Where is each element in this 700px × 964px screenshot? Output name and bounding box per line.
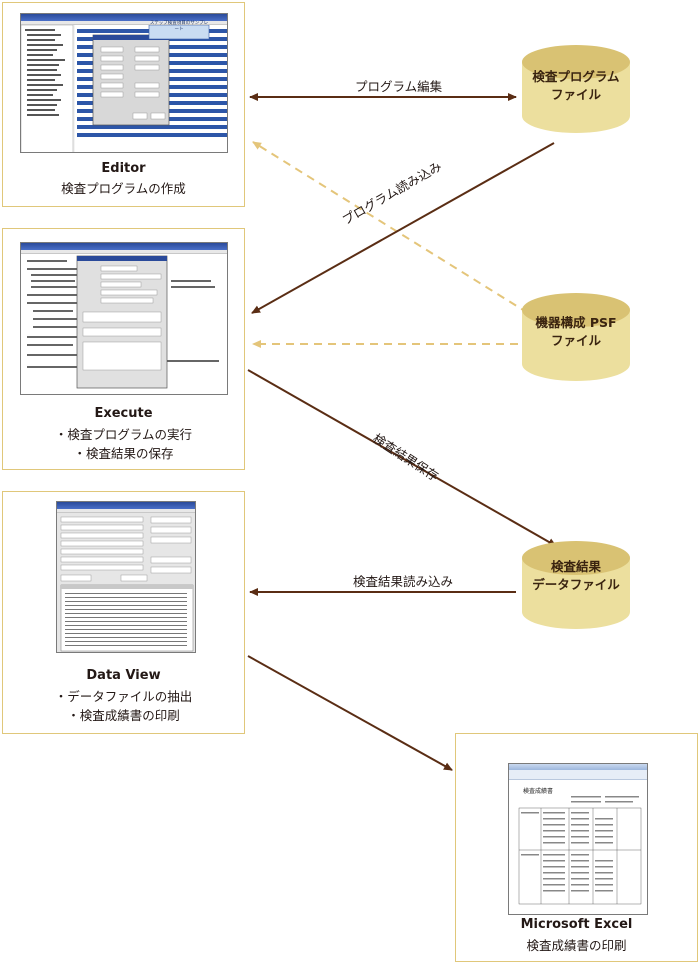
- execute-screenshot: [20, 242, 228, 395]
- psf-to-editor-dashed-arrow: [252, 141, 529, 314]
- program-edit-label: プログラム編集: [355, 79, 443, 94]
- cylinder-icon: [522, 45, 630, 133]
- editor-desc: 検査プログラムの作成: [61, 181, 186, 196]
- editor-screenshot: ステップ検査項目のサンプレート: [20, 13, 228, 153]
- cylinder-icon: [522, 293, 630, 381]
- excel-panel: 検査成績書: [455, 733, 698, 962]
- dataview-to-excel-arrow: [247, 655, 453, 771]
- excel-sheet-title: 検査成績書: [523, 788, 554, 795]
- psf-file-label-2: ファイル: [550, 333, 601, 348]
- editor-panel: ステップ検査項目のサンプレート Editor 検査プログラムの作成: [2, 2, 245, 207]
- dataview-screenshot: [56, 501, 196, 653]
- program-file-label-1: 検査プログラム: [532, 69, 620, 84]
- cylinder-icon: [522, 541, 630, 629]
- editor-window-image: [21, 24, 227, 152]
- execute-desc-1: ・検査プログラムの実行: [54, 427, 193, 442]
- program-file-cylinder: 検査プログラム ファイル: [521, 44, 631, 134]
- program-load-arrow: [251, 142, 555, 314]
- result-save-arrow: [247, 369, 557, 547]
- editor-title: Editor: [101, 161, 146, 176]
- dataview-desc-1: ・データファイルの抽出: [54, 689, 193, 704]
- result-file-label-2: データファイル: [532, 577, 620, 592]
- excel-screenshot: 検査成績書: [508, 763, 648, 915]
- dataview-desc-2: ・検査成績書の印刷: [67, 708, 180, 723]
- execute-desc-2: ・検査結果の保存: [73, 446, 174, 461]
- excel-sheet-image: [518, 796, 642, 905]
- psf-file-label-1: 機器構成 PSF: [535, 315, 617, 330]
- result-file-cylinder: 検査結果 データファイル: [521, 540, 631, 630]
- execute-panel: Execute ・検査プログラムの実行 ・検査結果の保存: [2, 228, 245, 470]
- editor-callout-text: ステップ検査項目のサンプレート: [149, 21, 209, 32]
- result-file-label-1: 検査結果: [550, 559, 601, 574]
- dataview-panel: Data View ・データファイルの抽出 ・検査成績書の印刷: [2, 491, 245, 734]
- excel-desc: 検査成績書の印刷: [526, 938, 627, 953]
- execute-title: Execute: [94, 406, 153, 421]
- program-file-label-2: ファイル: [550, 87, 601, 102]
- result-read-label: 検査結果読み込み: [353, 574, 454, 589]
- excel-title: Microsoft Excel: [520, 917, 633, 932]
- dataview-window-image: [57, 513, 195, 652]
- execute-window-image: [21, 254, 227, 394]
- psf-file-cylinder: 機器構成 PSF ファイル: [521, 292, 631, 382]
- dataview-title: Data View: [86, 668, 161, 683]
